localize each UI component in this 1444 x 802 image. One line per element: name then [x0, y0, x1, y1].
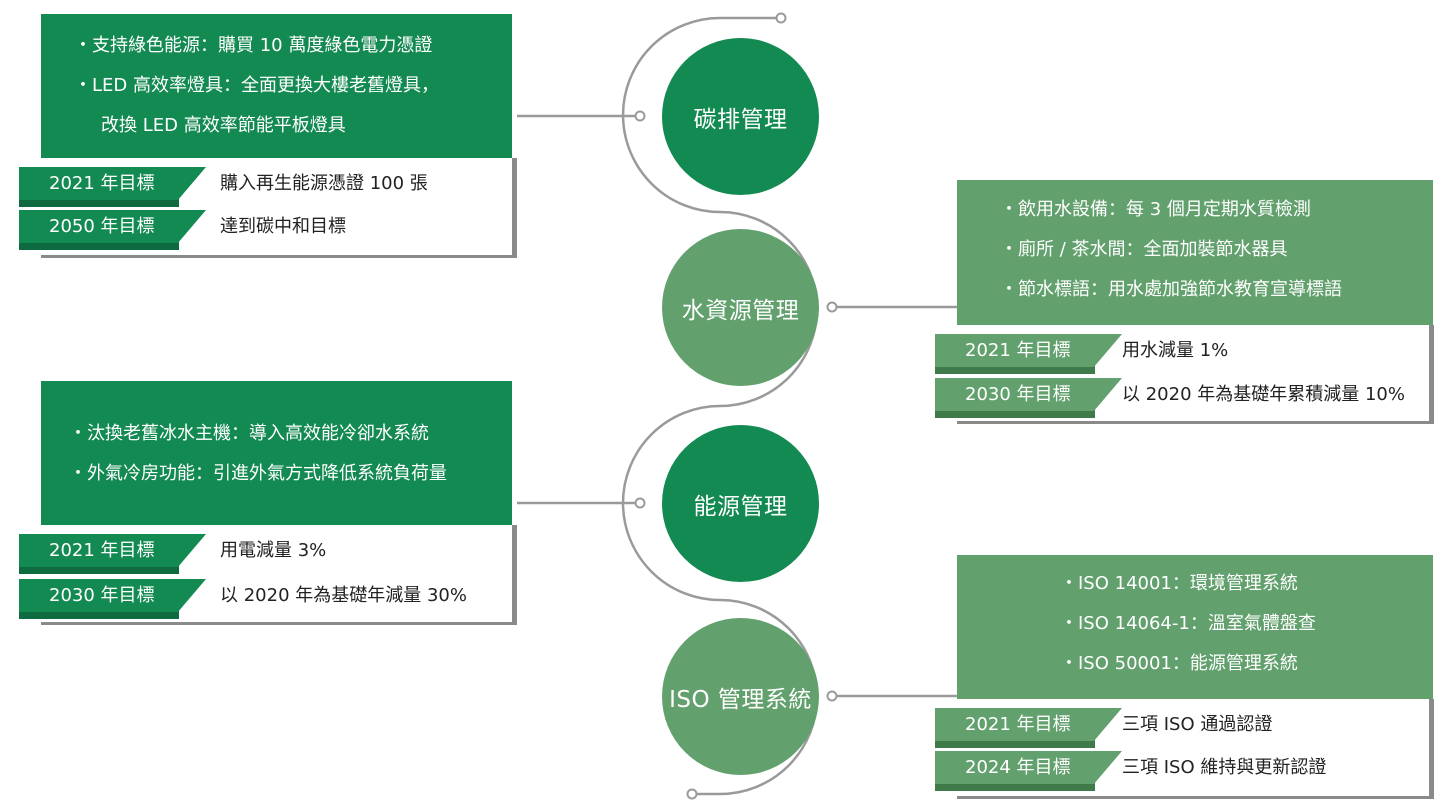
card-energy: ・汰換老舊冰水主機：導入高效能冷卻水系統 ・外氣冷房功能：引進外氣方式降低系統負…: [41, 381, 517, 625]
topic-title: 水資源管理: [681, 297, 800, 324]
goal-text: 以 2020 年為基礎年累積減量 10%: [1122, 384, 1405, 405]
goal-text: 用電減量 3%: [220, 540, 327, 561]
node-bottom: [686, 788, 698, 800]
bullet: ・LED 高效率燈具：全面更換大樓老舊燈具，: [74, 75, 439, 96]
goal-year-tag: 2021 年目標: [19, 167, 206, 200]
topic-circle-energy: 能源管理: [662, 425, 819, 582]
node-energy: [634, 497, 646, 509]
goal-row: 2030 年目標 以 2020 年為基礎年減量 30%: [19, 579, 499, 619]
goal-text: 達到碳中和目標: [220, 216, 346, 237]
node-carbon: [634, 110, 646, 122]
bullet: ・支持綠色能源：購買 10 萬度綠色電力憑證: [74, 35, 433, 56]
bullet: ・ISO 14064-1：溫室氣體盤查: [1060, 613, 1316, 634]
goal-row: 2050 年目標 達到碳中和目標: [19, 210, 499, 250]
goal-year-tag: 2021 年目標: [19, 534, 206, 567]
bullet: ・飲用水設備：每 3 個月定期水質檢測: [1000, 199, 1311, 220]
bullet: ・外氣冷房功能：引進外氣方式降低系統負荷量: [69, 463, 447, 484]
goal-row: 2021 年目標 用水減量 1%: [935, 334, 1435, 374]
card-water: ・飲用水設備：每 3 個月定期水質檢測 ・廁所 / 茶水間：全面加裝節水器具 ・…: [957, 180, 1434, 424]
goal-text: 購入再生能源憑證 100 張: [220, 173, 428, 194]
goal-year-tag: 2021 年目標: [935, 334, 1122, 367]
goal-row: 2021 年目標 用電減量 3%: [19, 534, 499, 574]
topic-circle-carbon: 碳排管理: [662, 38, 819, 195]
goal-text: 三項 ISO 通過認證: [1122, 714, 1273, 735]
goal-row: 2021 年目標 三項 ISO 通過認證: [935, 708, 1435, 748]
bullet-continuation: 改換 LED 高效率節能平板燈具: [101, 115, 346, 136]
node-water: [826, 301, 838, 313]
goal-row: 2021 年目標 購入再生能源憑證 100 張: [19, 167, 499, 207]
topic-title: 碳排管理: [693, 106, 788, 133]
goal-year-tag: 2030 年目標: [19, 579, 206, 612]
topic-circle-iso: ISO 管理系統: [662, 618, 819, 775]
goal-row: 2030 年目標 以 2020 年為基礎年累積減量 10%: [935, 378, 1435, 418]
topic-circle-water: 水資源管理: [662, 229, 819, 386]
goal-text: 用水減量 1%: [1122, 340, 1229, 361]
node-top: [775, 12, 787, 24]
goal-year-tag: 2030 年目標: [935, 378, 1122, 411]
goal-text: 以 2020 年為基礎年減量 30%: [220, 585, 467, 606]
bullet: ・廁所 / 茶水間：全面加裝節水器具: [1000, 239, 1288, 260]
bullet: ・汰換老舊冰水主機：導入高效能冷卻水系統: [69, 423, 429, 444]
goal-year-tag: 2050 年目標: [19, 210, 206, 243]
goal-year-tag: 2024 年目標: [935, 751, 1122, 784]
bullet: ・節水標語：用水處加強節水教育宣導標語: [1000, 279, 1342, 300]
topic-title: 能源管理: [693, 493, 788, 520]
goal-row: 2024 年目標 三項 ISO 維持與更新認證: [935, 751, 1435, 791]
bullet: ・ISO 50001：能源管理系統: [1060, 653, 1298, 674]
goal-text: 三項 ISO 維持與更新認證: [1122, 757, 1327, 778]
topic-title: ISO 管理系統: [669, 686, 812, 713]
node-iso: [826, 690, 838, 702]
bullet: ・ISO 14001：環境管理系統: [1060, 573, 1298, 594]
goal-year-tag: 2021 年目標: [935, 708, 1122, 741]
